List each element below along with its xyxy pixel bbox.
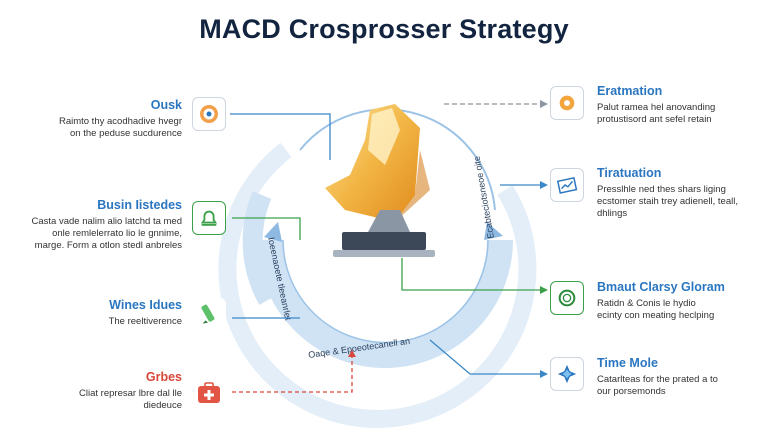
page-title: MACD Crosprosser Strategy — [199, 14, 569, 44]
left-item-2-head: Busin Iistedes — [97, 198, 182, 212]
desc-line: dhlings — [597, 208, 628, 219]
left-item-3-desc: The reeltiverence — [12, 316, 182, 328]
gear-bulb-icon — [550, 86, 584, 120]
right-item-3-desc: Ratidn & Conis le hydio ecinty con meati… — [597, 298, 762, 322]
connector-right-4 — [429, 339, 540, 375]
desc-line: Palut ramea hel anovanding — [597, 102, 716, 113]
right-item-1-desc: Palut ramea hel anovanding protustisord … — [597, 102, 757, 126]
left-item-1: Ousk Raimto thy acodhadive hvegr on the … — [12, 98, 182, 140]
left-item-2-desc: Casta vade nalim alio latchd ta med onle… — [0, 216, 183, 252]
arrow-right-4 — [540, 370, 548, 378]
desc-line: The reeltiverence — [108, 316, 182, 327]
desc-line: Catarlteas for the prated a to — [597, 374, 718, 385]
right-item-3-head: Bmaut Clarsy Gloram — [597, 280, 725, 294]
ring-left-arc — [242, 191, 277, 305]
desc-line: Raimto thy acodhadive hvegr — [58, 116, 182, 127]
connector-left-4 — [232, 355, 353, 393]
desc-line: ecstomer staih trey adienell, teall, — [597, 196, 738, 207]
right-item-1: Eratmation Palut ramea hel anovanding pr… — [597, 84, 757, 126]
arrow-right-1 — [540, 100, 548, 108]
desc-line: Casta vade nalim alio latchd ta med — [31, 216, 183, 227]
gem-shadow — [395, 150, 430, 222]
right-item-1-head: Eratmation — [597, 84, 663, 98]
arrow-right-2 — [540, 181, 548, 189]
ring-top-arc — [299, 108, 496, 211]
target-icon — [192, 97, 226, 131]
ring-arrow-right — [484, 222, 503, 240]
right-item-4-desc: Catarlteas for the prated a to our porse… — [597, 374, 762, 398]
bell-icon — [192, 201, 226, 235]
stand-neck — [368, 210, 410, 232]
desc-line: Ratidn & Conis le hydio — [597, 298, 696, 309]
left-item-4-desc: Cliat represar lbre dal lle diedeuce — [12, 388, 182, 412]
chart-icon — [550, 168, 584, 202]
right-item-2: Tiratuation Presslhle ned thes shars lig… — [597, 166, 762, 220]
connector-left-2 — [232, 217, 301, 240]
gem-highlight — [368, 108, 400, 165]
marker-icon — [192, 298, 226, 332]
left-item-4-head: Grbes — [145, 370, 182, 384]
left-item-3-head: Wines Idues — [109, 298, 182, 312]
first-aid-icon — [192, 376, 226, 410]
ring-icon — [550, 281, 584, 315]
right-item-2-head: Tiratuation — [597, 166, 662, 180]
desc-line: our porsemonds — [597, 386, 666, 397]
right-item-4-head: Time Mole — [597, 356, 658, 370]
stand-base — [342, 232, 426, 250]
right-item-4: Time Mole Catarlteas for the prated a to… — [597, 356, 762, 398]
desc-line: Presslhle ned thes shars liging — [597, 184, 726, 195]
desc-line: Cliat represar lbre dal lle — [79, 388, 182, 399]
main-ring — [257, 239, 513, 368]
ring-arrow-left — [264, 222, 282, 242]
left-item-1-desc: Raimto thy acodhadive hvegr on the pedus… — [12, 116, 182, 140]
desc-line: onle remlelerrato lio le gnnime, — [52, 228, 182, 239]
connector-right-3 — [401, 258, 540, 291]
desc-line: diedeuce — [143, 400, 182, 411]
right-item-2-desc: Presslhle ned thes shars liging ecstomer… — [597, 184, 762, 220]
connector-left-1 — [230, 113, 331, 160]
desc-line: protustisord ant sefel retain — [597, 114, 712, 125]
cross-star-icon — [550, 357, 584, 391]
outer-ring — [218, 142, 537, 428]
ring-inner-line — [282, 239, 489, 344]
arrow-right-3 — [540, 286, 548, 294]
left-item-2: Busin Iistedes Casta vade nalim alio lat… — [0, 198, 183, 252]
left-item-3: Wines Idues The reeltiverence — [12, 298, 182, 328]
right-item-3: Bmaut Clarsy Gloram Ratidn & Conis le hy… — [597, 280, 762, 322]
arrow-left-4 — [348, 350, 356, 357]
left-item-4: Grbes Cliat represar lbre dal lle diedeu… — [12, 370, 182, 412]
desc-line: on the peduse sucdurence — [70, 128, 182, 139]
desc-line: marge. Form a otlon stedl anbreles — [34, 240, 182, 251]
stand-plate — [333, 250, 435, 257]
left-item-1-head: Ousk — [150, 98, 182, 112]
desc-line: ecinty con meating heclping — [597, 310, 715, 321]
